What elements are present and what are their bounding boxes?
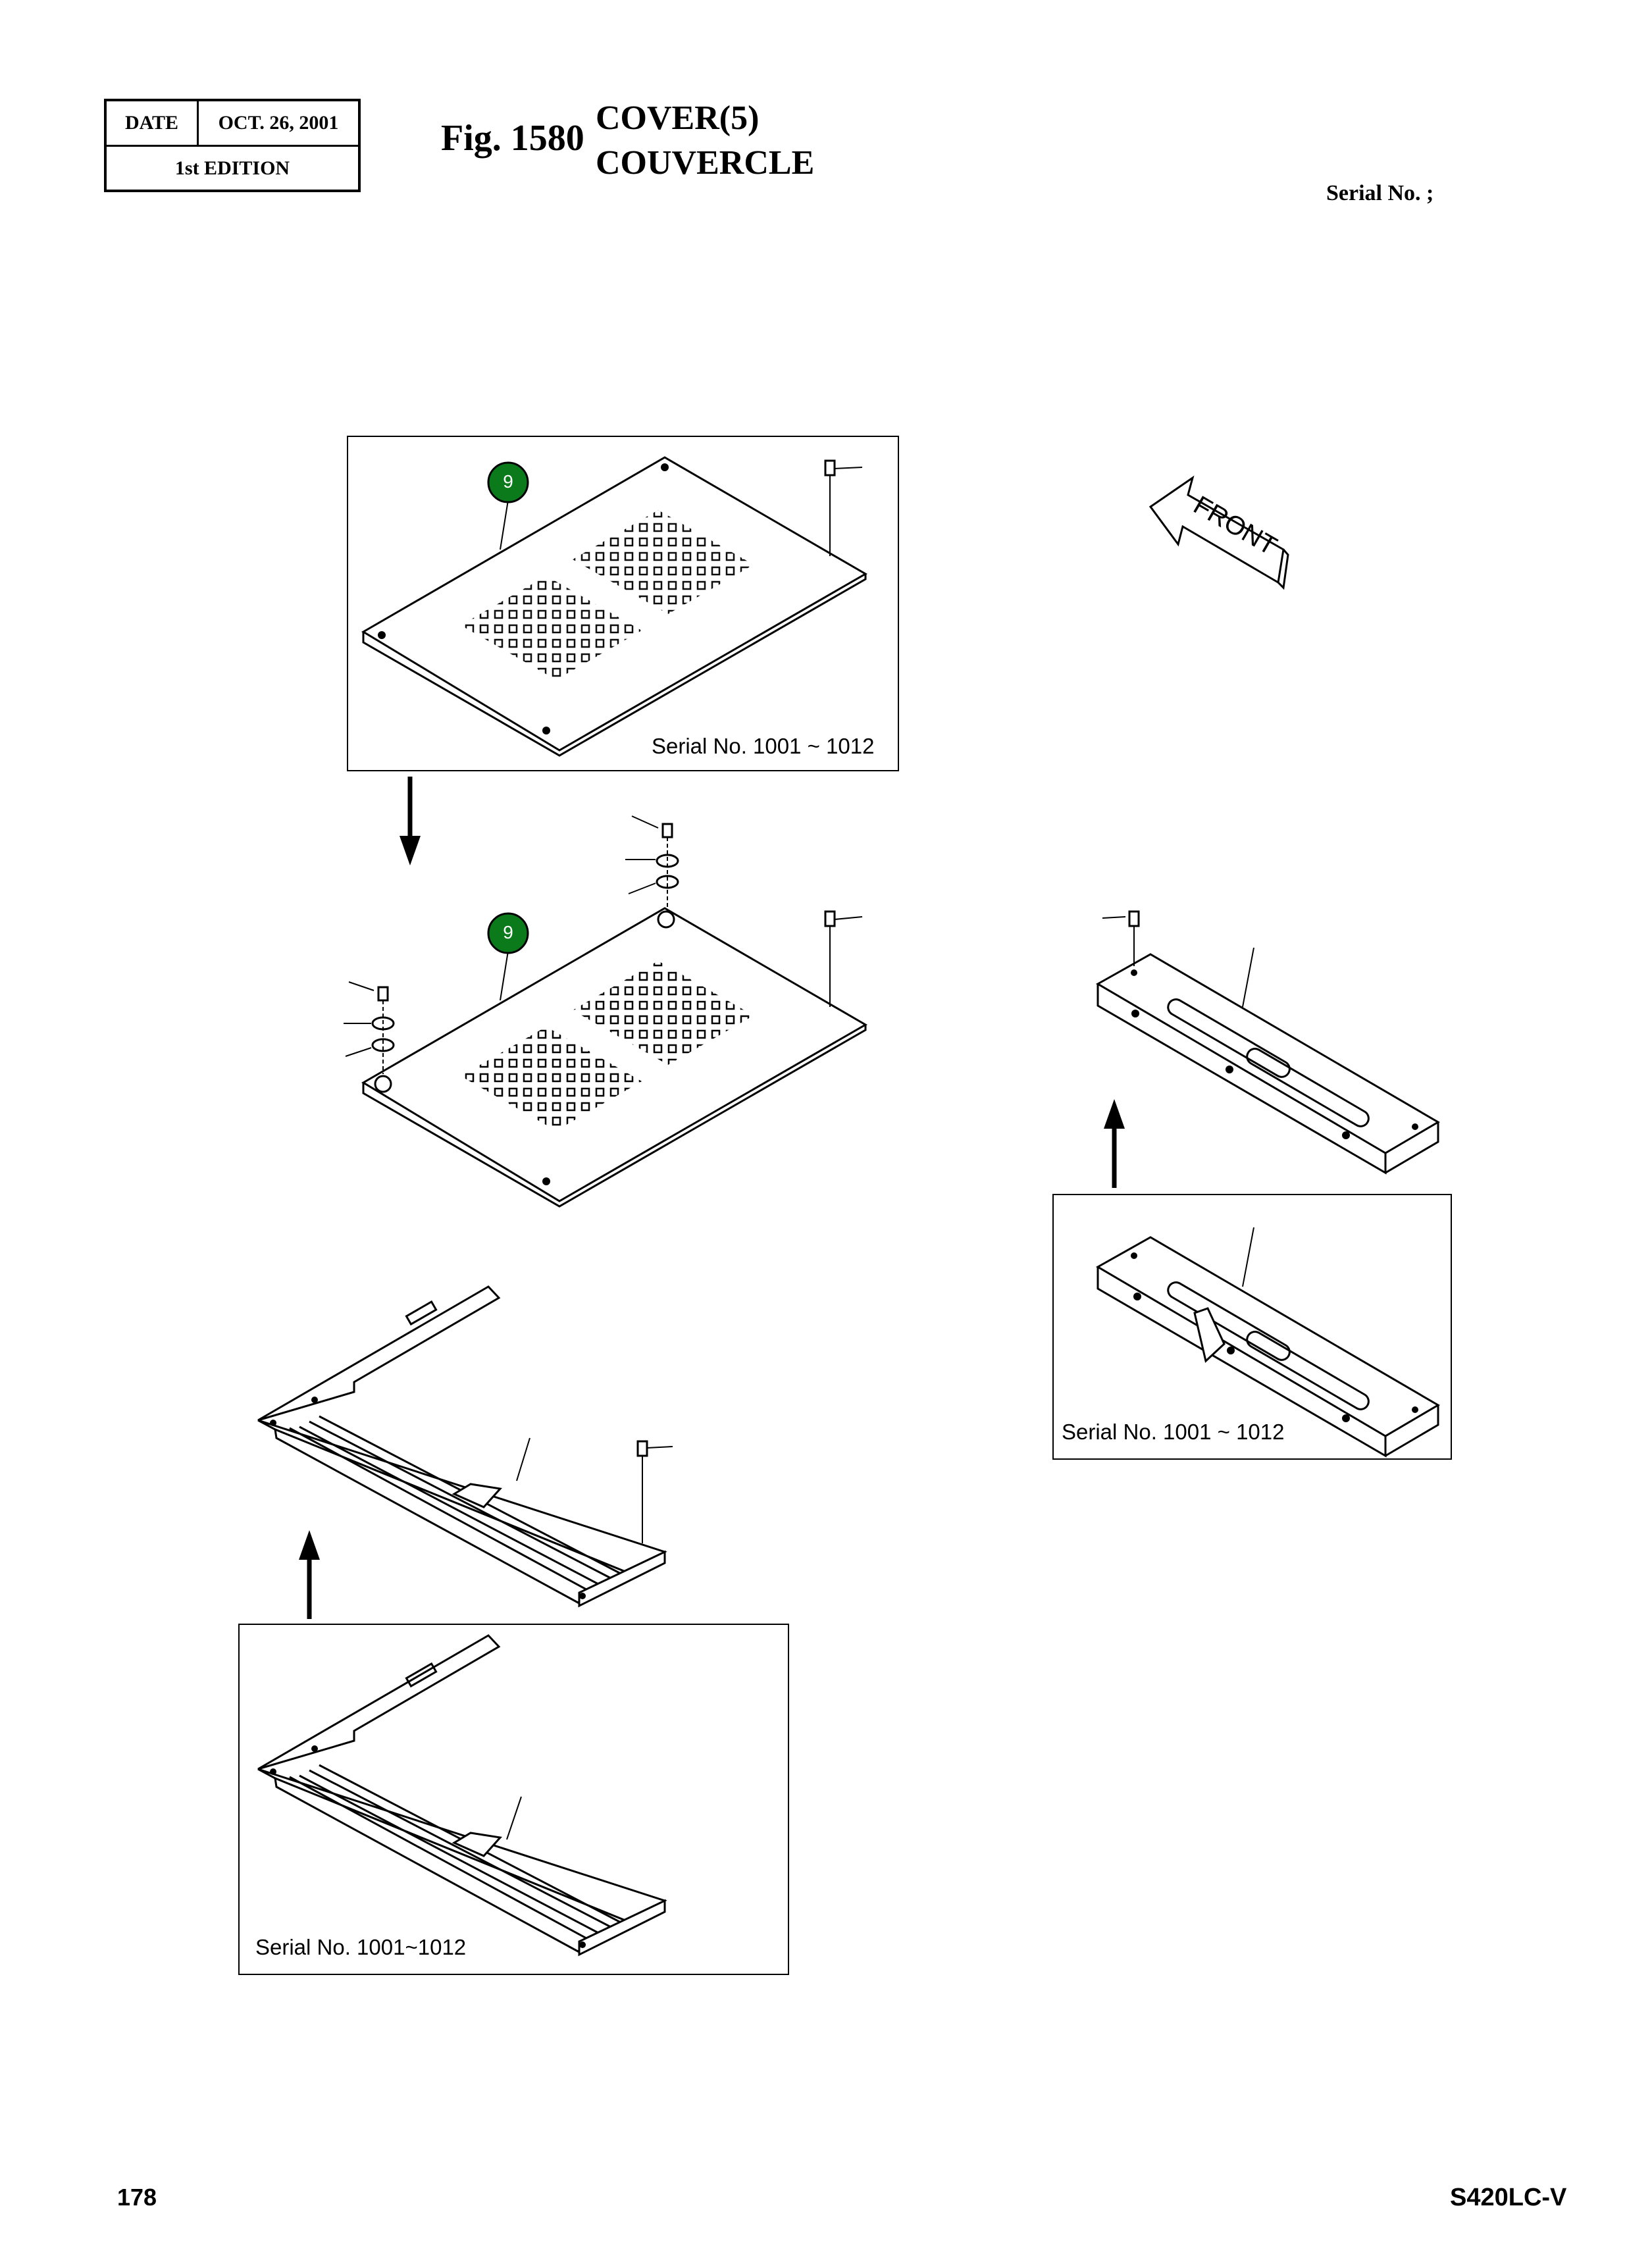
inset-caption-top-cover: Serial No. 1001 ~ 1012 bbox=[652, 734, 875, 758]
cover-plate-inset bbox=[361, 456, 867, 757]
callout-9-inset bbox=[487, 461, 529, 503]
callout-number-inset: 9 bbox=[503, 471, 513, 492]
title-french: COUVERCLE bbox=[596, 144, 815, 182]
page-number: 178 bbox=[117, 2184, 157, 2211]
inset-caption-right-rail: Serial No. 1001 ~ 1012 bbox=[1062, 1420, 1285, 1444]
inset-bottom-frame bbox=[238, 1624, 789, 1975]
arrow-up-right bbox=[1104, 1099, 1125, 1188]
inset-right-rail bbox=[1052, 1194, 1452, 1460]
bolt-washer-stack-left bbox=[344, 981, 395, 1074]
cover-plate-main bbox=[361, 907, 867, 1208]
arrow-up-left bbox=[299, 1530, 320, 1619]
model-code: S420LC-V bbox=[1450, 2184, 1567, 2211]
bolt-main-right bbox=[824, 910, 863, 1007]
title-english: COVER(5) bbox=[596, 99, 760, 137]
callout-number-main: 9 bbox=[503, 922, 513, 942]
inset-caption-bottom-frame: Serial No. 1001~1012 bbox=[255, 1935, 467, 1959]
callout-9-main bbox=[487, 912, 529, 954]
inset-top-cover bbox=[347, 436, 899, 771]
side-rail-main bbox=[1095, 947, 1440, 1175]
bolt-rail-main bbox=[1102, 910, 1140, 966]
bolt-inset-right bbox=[824, 459, 863, 556]
date-value: OCT. 26, 2001 bbox=[218, 112, 339, 134]
bolt-washer-stack-top bbox=[625, 815, 679, 912]
arrow-down bbox=[400, 777, 421, 865]
bolt-frame-main bbox=[636, 1440, 673, 1543]
date-row: DATE OCT. 26, 2001 bbox=[107, 101, 358, 147]
bottom-frame-main bbox=[257, 1285, 667, 1608]
front-direction-arrow: FRONT bbox=[1149, 475, 1289, 590]
date-label: DATE bbox=[107, 101, 199, 145]
date-edition-box: DATE OCT. 26, 2001 1st EDITION bbox=[104, 99, 361, 192]
edition-label: 1st EDITION bbox=[174, 157, 290, 179]
serial-number-header: Serial No. ; bbox=[1326, 181, 1434, 205]
figure-number: Fig. 1580 bbox=[441, 118, 584, 159]
